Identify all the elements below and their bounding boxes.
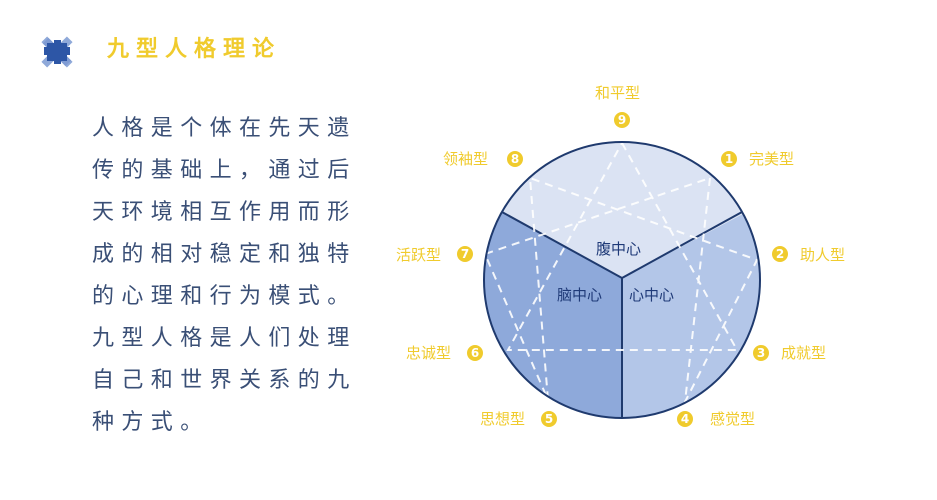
puzzle-cross-icon bbox=[41, 36, 73, 68]
heart-center-label: 心中心 bbox=[629, 286, 675, 304]
description-line: 天环境相互作用而形 bbox=[92, 200, 357, 225]
type-6-number-icon: 6 bbox=[467, 345, 483, 361]
type-8-number-icon: 8 bbox=[507, 151, 523, 167]
description-line: 人格是个体在先天遗 bbox=[92, 116, 357, 141]
description-text: 人格是个体在先天遗 传的基础上，通过后 天环境相互作用而形 成的相对稳定和独特 … bbox=[92, 108, 362, 444]
description-line: 成的相对稳定和独特 bbox=[92, 242, 357, 267]
type-5-number-icon: 5 bbox=[541, 411, 557, 427]
type-9-number-icon: 9 bbox=[614, 112, 630, 128]
type-3-number-icon: 3 bbox=[753, 345, 769, 361]
type-3-label: 成就型 bbox=[781, 344, 827, 362]
type-4-number-icon: 4 bbox=[677, 411, 693, 427]
type-1-number-icon: 1 bbox=[721, 151, 737, 167]
type-9-label: 和平型 bbox=[595, 84, 641, 102]
gut-center-label: 腹中心 bbox=[596, 240, 642, 258]
description-line: 九型人格是人们处理 bbox=[92, 326, 357, 351]
type-7-label: 活跃型 bbox=[396, 246, 442, 264]
head-center-label: 脑中心 bbox=[557, 286, 603, 304]
type-6-label: 忠诚型 bbox=[406, 344, 452, 362]
page-title: 九型人格理论 bbox=[107, 37, 282, 62]
type-4-label: 感觉型 bbox=[710, 410, 756, 428]
type-8-label: 领袖型 bbox=[443, 150, 489, 168]
description-line: 自己和世界关系的九 bbox=[92, 368, 357, 393]
description-line: 种方式。 bbox=[92, 410, 210, 435]
type-7-number-icon: 7 bbox=[457, 246, 473, 262]
type-1-label: 完美型 bbox=[749, 150, 795, 168]
type-2-label: 助人型 bbox=[800, 246, 846, 264]
description-line: 传的基础上，通过后 bbox=[92, 158, 357, 183]
type-5-label: 思想型 bbox=[480, 410, 526, 428]
type-2-number-icon: 2 bbox=[772, 246, 788, 262]
description-line: 的心理和行为模式。 bbox=[92, 284, 357, 309]
